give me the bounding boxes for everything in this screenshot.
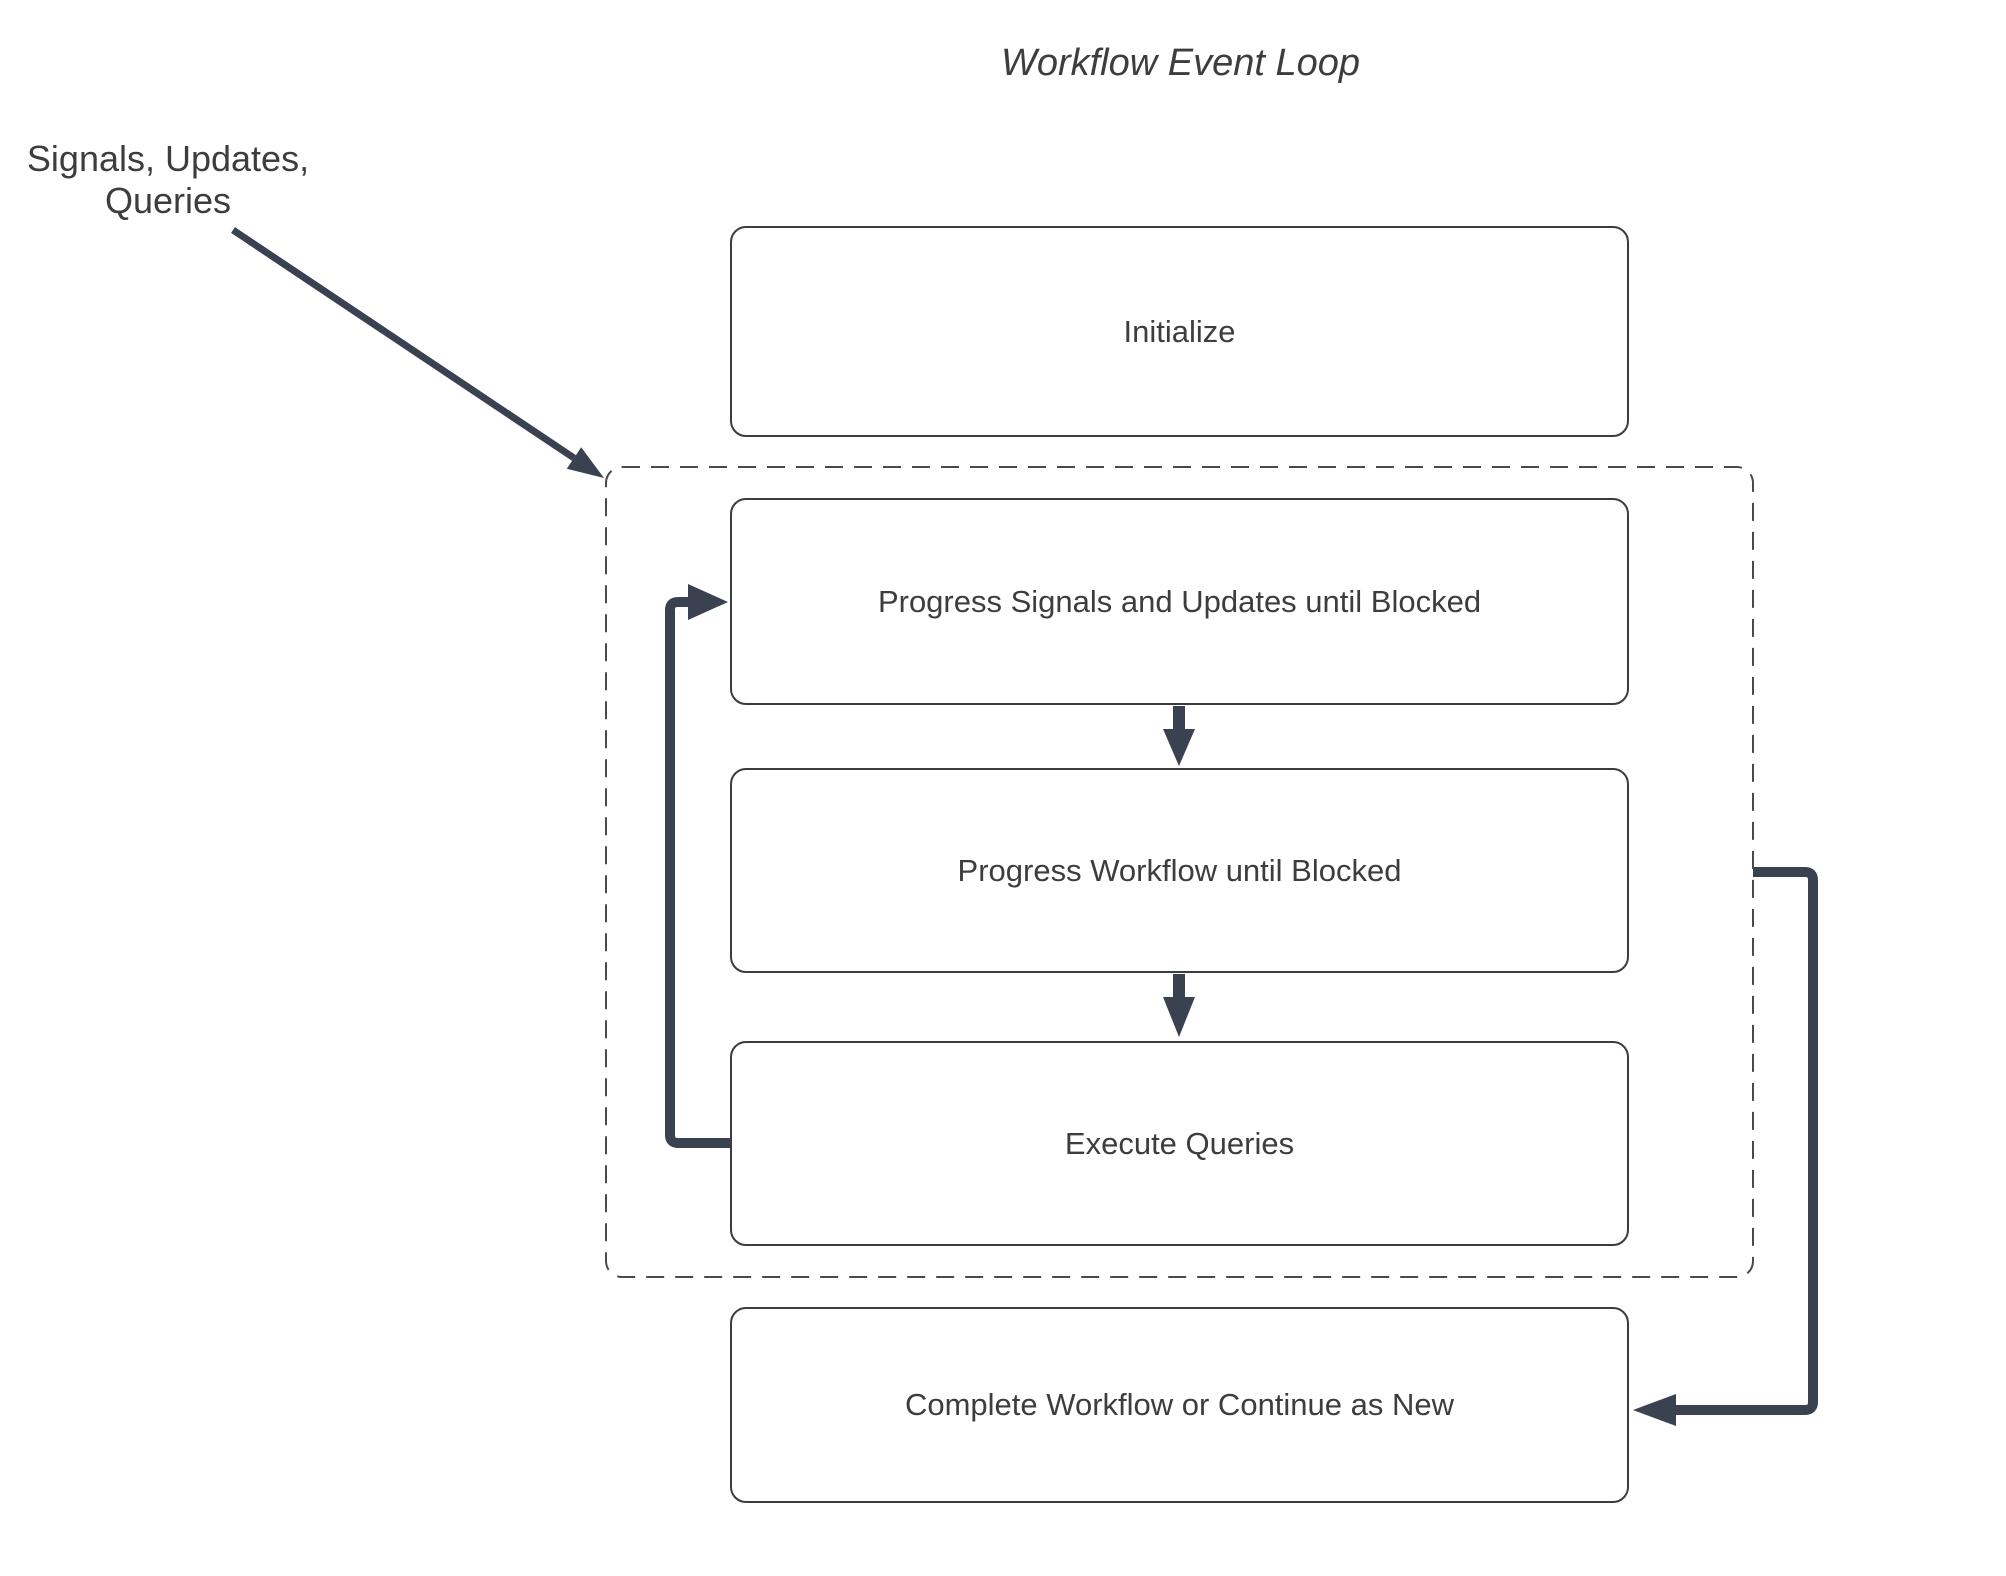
- node-complete: Complete Workflow or Continue as New: [730, 1307, 1629, 1503]
- node-progress-workflow: Progress Workflow until Blocked: [730, 768, 1629, 973]
- arrow-loop-to-complete-icon: [1633, 867, 1818, 1426]
- annotation-line-1: Signals, Updates,: [26, 138, 310, 179]
- node-label: Execute Queries: [1064, 1125, 1295, 1161]
- arrow-progress-workflow-to-execute-queries-icon: [1163, 974, 1195, 1037]
- signals-updates-queries-label: Signals, Updates, Queries: [18, 138, 318, 222]
- node-progress-signals: Progress Signals and Updates until Block…: [730, 498, 1629, 705]
- event-loop-dashed-container: [605, 466, 1754, 1278]
- annotation-line-2: Queries: [104, 180, 232, 221]
- node-label: Progress Signals and Updates until Block…: [877, 583, 1482, 619]
- diagram-title: Workflow Event Loop: [1000, 42, 1361, 84]
- node-label: Complete Workflow or Continue as New: [904, 1387, 1455, 1422]
- arrow-progress-signals-to-progress-workflow-icon: [1163, 706, 1195, 766]
- arrow-signals-to-loop-icon: [231, 227, 604, 478]
- arrow-execute-queries-loopback-icon: [665, 584, 730, 1148]
- node-label: Progress Workflow until Blocked: [957, 852, 1402, 888]
- node-execute-queries: Execute Queries: [730, 1041, 1629, 1246]
- node-label: Initialize: [1123, 313, 1236, 349]
- node-initialize: Initialize: [730, 226, 1629, 437]
